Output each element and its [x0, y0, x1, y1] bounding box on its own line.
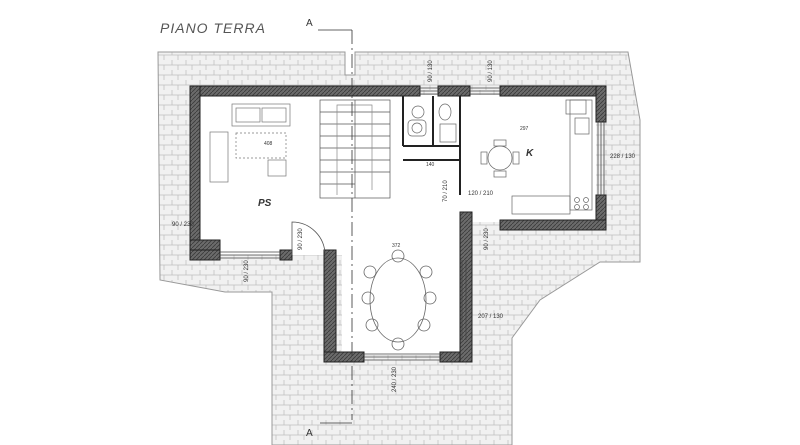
dim-bath: 140	[426, 162, 435, 168]
section-mark-top: A	[306, 18, 313, 29]
dim-left: 90 / 230	[172, 222, 194, 228]
staircase	[319, 99, 391, 199]
dim-kitchen-door: 90 / 230	[484, 228, 490, 250]
room-label-living: PS	[258, 198, 272, 209]
windows	[220, 87, 605, 361]
dim-top-right: 90 / 130	[488, 60, 494, 82]
interior-floor	[200, 95, 596, 355]
plan-title: PIANO TERRA	[160, 20, 266, 36]
dim-kitchen-window: 228 / 130	[610, 154, 636, 160]
dim-dining-right: 207 / 130	[478, 314, 504, 320]
dim-stairs-a: 70 / 210	[443, 180, 449, 202]
dim-dining: 372	[392, 243, 401, 249]
dim-top-left: 90 / 130	[428, 60, 434, 82]
dim-bottom: 240 / 230	[392, 366, 398, 392]
living-furniture	[209, 103, 291, 183]
dim-stairs-b: 120 / 210	[468, 191, 494, 197]
dining-table	[361, 249, 437, 351]
kitchen-fixtures	[480, 99, 593, 215]
partitions	[402, 96, 461, 195]
entry-door-swing	[291, 221, 326, 256]
section-line	[318, 29, 353, 424]
room-label-kitchen: K	[526, 148, 534, 159]
section-mark-bottom: A	[306, 428, 313, 439]
bathroom-fixtures	[407, 103, 457, 143]
dim-kitchen: 297	[520, 126, 529, 132]
dim-living: 408	[264, 141, 273, 147]
dim-bottom-left: 90 / 230	[244, 260, 250, 282]
dim-main-door: 90 / 230	[298, 228, 304, 250]
